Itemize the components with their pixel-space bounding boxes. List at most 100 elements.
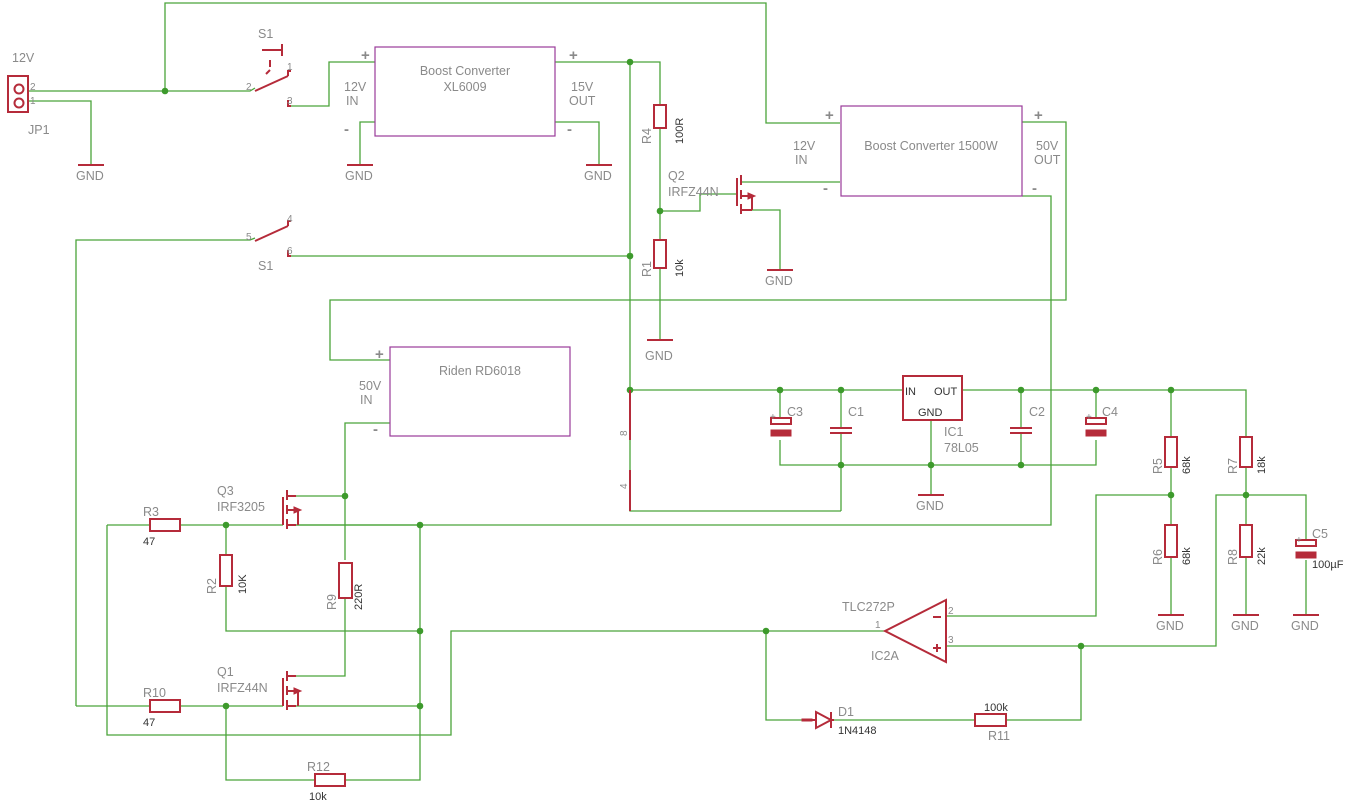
svg-text:C3: C3 bbox=[787, 405, 803, 419]
junctions bbox=[161, 58, 1250, 710]
svg-text:GND: GND bbox=[645, 349, 673, 363]
svg-text:4: 4 bbox=[619, 483, 630, 489]
svg-text:C4: C4 bbox=[1102, 405, 1118, 419]
resistor-r10: R10 47 bbox=[143, 686, 181, 729]
resistor-r8: R8 22k bbox=[1226, 524, 1268, 565]
svg-text:IC1: IC1 bbox=[944, 425, 964, 439]
svg-text:10k: 10k bbox=[674, 259, 686, 277]
resistor-r6: R6 68k bbox=[1151, 524, 1193, 565]
svg-text:Q3: Q3 bbox=[217, 484, 234, 498]
gnd-symbols: GND GND GND GND GND GND GND GND GND bbox=[76, 164, 1319, 633]
svg-text:C1: C1 bbox=[848, 405, 864, 419]
s1-name-bottom: S1 bbox=[258, 259, 273, 273]
resistor-r2: R2 10K bbox=[205, 554, 249, 594]
svg-text:-: - bbox=[1032, 180, 1037, 197]
gnd-symbol: GND bbox=[584, 164, 612, 183]
svg-text:IN: IN bbox=[360, 393, 373, 407]
svg-text:1: 1 bbox=[875, 620, 881, 631]
svg-text:R11: R11 bbox=[988, 729, 1010, 743]
jp1-name: JP1 bbox=[28, 123, 50, 137]
capacitor-c1: C1 bbox=[830, 405, 864, 434]
svg-text:GND: GND bbox=[918, 407, 943, 419]
svg-text:IN: IN bbox=[346, 94, 359, 108]
svg-text:2: 2 bbox=[948, 606, 954, 617]
wires bbox=[28, 2, 1307, 781]
svg-text:TLC272P: TLC272P bbox=[842, 600, 895, 614]
resistor-r11: 100k R11 bbox=[974, 702, 1010, 743]
resistor-r1: R1 10k bbox=[640, 239, 686, 277]
svg-text:100k: 100k bbox=[984, 702, 1008, 714]
svg-text:GND: GND bbox=[345, 169, 373, 183]
svg-text:10K: 10K bbox=[237, 574, 249, 594]
svg-text:R4: R4 bbox=[640, 128, 654, 144]
jp1-pin2: 2 bbox=[30, 82, 36, 93]
svg-text:R1: R1 bbox=[640, 261, 654, 277]
resistor-r4: R4 100R bbox=[640, 104, 686, 144]
gnd-symbol: GND bbox=[345, 164, 373, 183]
svg-text:6: 6 bbox=[287, 246, 293, 257]
svg-text:R3: R3 bbox=[143, 505, 159, 519]
svg-text:GND: GND bbox=[584, 169, 612, 183]
svg-text:GND: GND bbox=[1231, 619, 1259, 633]
svg-text:8: 8 bbox=[619, 430, 630, 436]
svg-text:50V: 50V bbox=[359, 379, 382, 393]
svg-text:22k: 22k bbox=[1256, 547, 1268, 565]
svg-text:3: 3 bbox=[287, 96, 293, 107]
jp1-connector: 12V 2 1 JP1 bbox=[7, 51, 50, 137]
capacitor-c3: + C3 bbox=[770, 405, 803, 437]
svg-text:+: + bbox=[569, 47, 578, 64]
svg-text:GND: GND bbox=[916, 499, 944, 513]
svg-text:68k: 68k bbox=[1181, 547, 1193, 565]
svg-text:D1: D1 bbox=[838, 705, 854, 719]
svg-text:R7: R7 bbox=[1226, 458, 1240, 474]
svg-text:+: + bbox=[770, 412, 776, 423]
capacitor-c4: + C4 bbox=[1085, 405, 1118, 437]
jp1-pin1: 1 bbox=[30, 96, 36, 107]
gnd-symbol: GND bbox=[1291, 614, 1319, 633]
svg-text:R10: R10 bbox=[143, 686, 166, 700]
svg-text:-: - bbox=[567, 121, 572, 138]
s1-name-top: S1 bbox=[258, 27, 273, 41]
svg-text:Q2: Q2 bbox=[668, 169, 685, 183]
gnd-symbol: GND bbox=[1231, 614, 1259, 633]
svg-text:OUT: OUT bbox=[934, 386, 958, 398]
opamp-ic2a: TLC272P 1 2 3 IC2A bbox=[842, 598, 954, 664]
svg-text:IRFZ44N: IRFZ44N bbox=[217, 681, 268, 695]
svg-text:R5: R5 bbox=[1151, 458, 1165, 474]
svg-text:1: 1 bbox=[287, 62, 293, 73]
opamp-power-pins: 8 4 bbox=[619, 390, 631, 511]
svg-text:+: + bbox=[1296, 535, 1302, 546]
svg-text:R8: R8 bbox=[1226, 549, 1240, 565]
svg-text:IRF3205: IRF3205 bbox=[217, 500, 265, 514]
xl6009-title: Boost Converter bbox=[420, 64, 510, 78]
svg-text:IRFZ44N: IRFZ44N bbox=[668, 185, 719, 199]
resistor-r9: R9 220R bbox=[325, 562, 365, 610]
mosfet-q3: Q3 IRF3205 bbox=[217, 484, 303, 529]
svg-text:Q1: Q1 bbox=[217, 665, 234, 679]
boost-converter-1500w: Boost Converter 1500W + 12V IN - + 50V O… bbox=[793, 105, 1061, 197]
svg-text:IN: IN bbox=[905, 386, 916, 398]
svg-text:100R: 100R bbox=[674, 118, 686, 144]
svg-text:+: + bbox=[1034, 107, 1043, 124]
svg-text:50V: 50V bbox=[1036, 139, 1059, 153]
svg-text:12V: 12V bbox=[793, 139, 816, 153]
svg-text:3: 3 bbox=[948, 635, 954, 646]
svg-text:OUT: OUT bbox=[569, 94, 596, 108]
resistor-r12: R12 10k bbox=[307, 760, 346, 803]
svg-text:10k: 10k bbox=[309, 791, 327, 803]
svg-text:R9: R9 bbox=[325, 594, 339, 610]
svg-text:+: + bbox=[375, 346, 384, 363]
svg-text:R2: R2 bbox=[205, 578, 219, 594]
gnd-symbol: GND bbox=[916, 494, 944, 513]
svg-text:C2: C2 bbox=[1029, 405, 1045, 419]
riden-title: Riden RD6018 bbox=[439, 364, 521, 378]
svg-text:GND: GND bbox=[1291, 619, 1319, 633]
boost1500-title: Boost Converter 1500W bbox=[864, 139, 998, 153]
capacitor-c2: C2 bbox=[1010, 405, 1045, 434]
svg-text:12V: 12V bbox=[344, 80, 367, 94]
capacitor-c5: + C5 100µF bbox=[1295, 527, 1344, 571]
gnd-symbol: GND bbox=[1156, 614, 1184, 633]
switch-s1-pole2: 4 5 6 S1 bbox=[246, 214, 293, 273]
svg-text:GND: GND bbox=[76, 169, 104, 183]
